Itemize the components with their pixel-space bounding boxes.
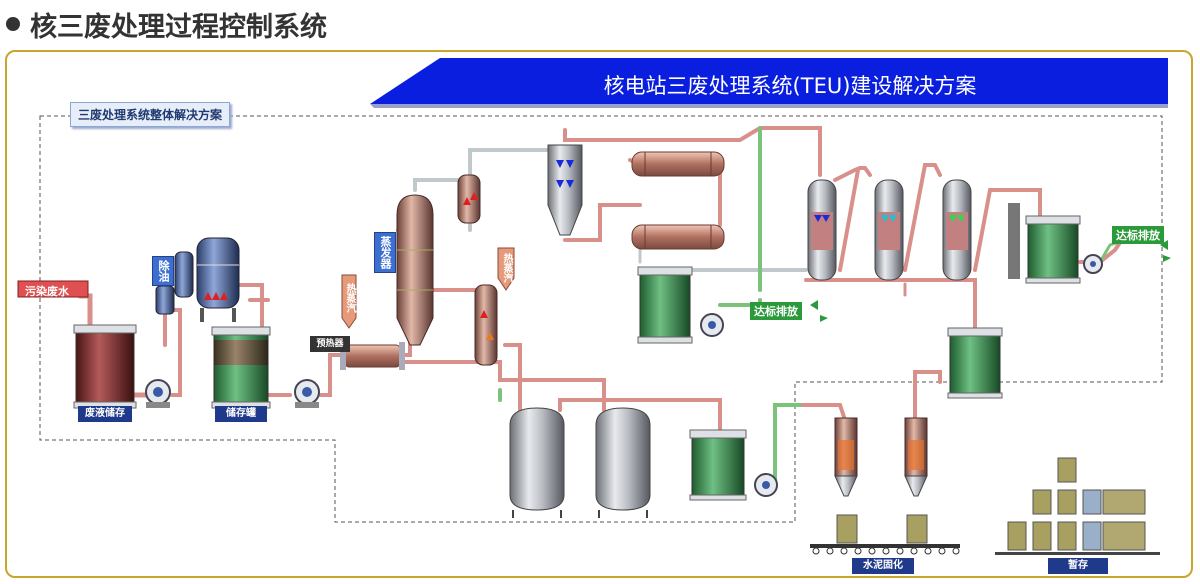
- waste-storage-label: 废液储存: [78, 406, 132, 422]
- storage-tank-label: 储存罐: [215, 406, 267, 422]
- banner-shape: [370, 58, 1168, 104]
- steam-inlet-1-label: 热蒸汽: [344, 283, 355, 313]
- evaporator[interactable]: [396, 194, 434, 346]
- section-label: 三废处理系统整体解决方案: [70, 102, 231, 127]
- page-title: 核三废处理过程控制系统: [6, 4, 327, 44]
- bullet-icon: [6, 17, 20, 31]
- conveyor-belt: [810, 544, 960, 555]
- ion-exchange-column-1[interactable]: [807, 179, 837, 281]
- intermediate-tank[interactable]: [947, 327, 1003, 399]
- partition-wall: [1008, 203, 1020, 279]
- polluted-water-label: 污染废水: [25, 285, 69, 298]
- temp-storage-label: 暂存: [1048, 558, 1108, 574]
- banner-title: 核电站三废处理系统(TEU)建设解决方案: [603, 74, 977, 98]
- waste-concentrate-tank[interactable]: [689, 429, 747, 501]
- preheater[interactable]: [340, 342, 405, 370]
- solidification-mixer-2[interactable]: [904, 417, 928, 544]
- condenser-column-1[interactable]: [457, 174, 481, 224]
- pump-1[interactable]: [145, 379, 171, 408]
- oil-removal-label: 除油: [152, 256, 174, 286]
- concentrate-tank-2[interactable]: [595, 407, 651, 518]
- polluted-water-inlet-shape: [17, 280, 89, 298]
- concentrate-tank-1[interactable]: [509, 407, 565, 518]
- steam-inlet-2-label: 热蒸汽: [501, 253, 512, 283]
- preheater-label: 预热器: [310, 336, 350, 352]
- pump-2[interactable]: [294, 379, 320, 408]
- pump-5[interactable]: [754, 473, 778, 497]
- separator-tank[interactable]: [196, 237, 240, 322]
- discharge-label-2: 达标排放: [1112, 226, 1164, 244]
- condensate-tank[interactable]: [637, 266, 693, 344]
- drum-storage-area: [995, 457, 1160, 555]
- storage-tank[interactable]: [211, 326, 271, 409]
- discharge-arrows: [810, 240, 1171, 322]
- discharge-label-1: 达标排放: [750, 302, 802, 320]
- steam-inlet-2-shape: [497, 247, 515, 291]
- system-boundary: [39, 115, 1163, 523]
- waste-storage-tank[interactable]: [73, 324, 137, 409]
- clean-water-tank[interactable]: [1025, 215, 1081, 284]
- pump-4[interactable]: [1083, 254, 1103, 274]
- steam-inlet-1-shape: [341, 274, 357, 329]
- pump-3[interactable]: [700, 313, 724, 337]
- heat-exchanger-top[interactable]: [631, 151, 725, 177]
- page-title-text: 核三废处理过程控制系统: [30, 11, 327, 43]
- evaporator-label: 蒸发器: [374, 232, 396, 273]
- ion-exchange-column-3[interactable]: [942, 179, 972, 281]
- condenser-column-2[interactable]: [474, 284, 498, 366]
- scrubber-column[interactable]: [547, 144, 583, 236]
- solidification-mixer-1[interactable]: [834, 417, 858, 544]
- oil-removal-unit[interactable]: [155, 251, 194, 315]
- diagram-frame: [5, 50, 1193, 578]
- cement-solidification-label: 水泥固化: [852, 558, 914, 574]
- ion-exchange-column-2[interactable]: [874, 179, 904, 281]
- heat-exchanger-bottom[interactable]: [631, 224, 725, 250]
